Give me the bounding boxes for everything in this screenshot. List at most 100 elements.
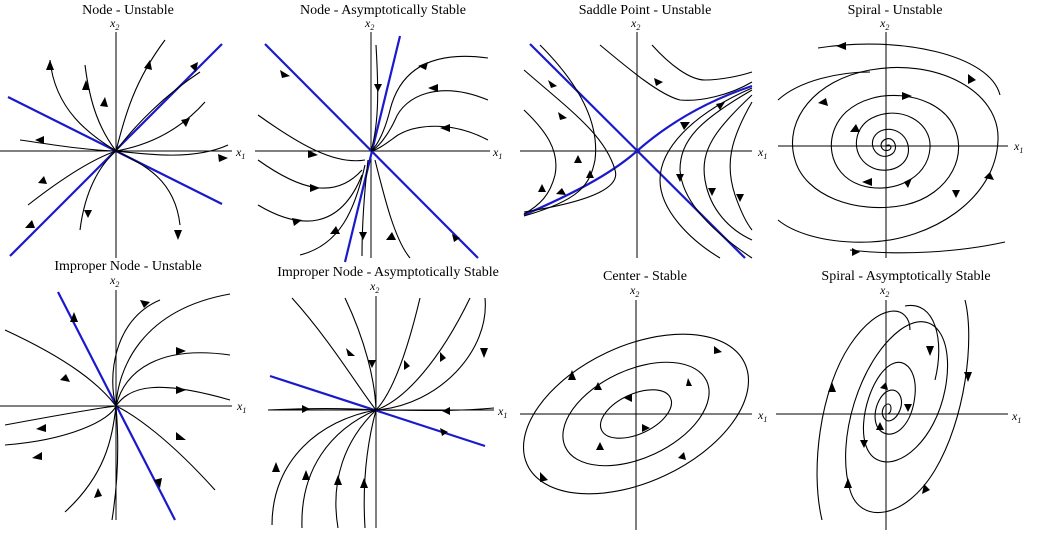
direction-arrow: [852, 248, 860, 256]
trajectory: [375, 407, 495, 412]
panel-title: Saddle Point - Unstable: [579, 3, 712, 18]
direction-arrow: [676, 174, 684, 182]
trajectory: [370, 44, 379, 152]
panel-title: Spiral - Asymptotically Stable: [821, 269, 990, 284]
trajectory: [599, 44, 753, 101]
trajectory: [301, 409, 377, 529]
trajectory: [271, 409, 377, 526]
trajectory: [4, 329, 117, 407]
trajectory: [115, 150, 181, 226]
panel-title: Node - Asymptotically Stable: [300, 3, 466, 18]
direction-arrow: [736, 194, 744, 202]
direction-arrow: [100, 97, 108, 107]
direction-arrow: [818, 98, 828, 106]
spiral-trajectory: [816, 310, 911, 521]
direction-arrow: [38, 176, 47, 184]
trajectory: [115, 386, 231, 407]
spiral-trajectory: [904, 304, 940, 381]
trajectory: [115, 144, 229, 156]
eigenvector-curve: [523, 84, 753, 217]
x2-axis-label: x2: [879, 283, 889, 299]
eigenvector-line: [269, 374, 486, 448]
direction-arrow: [904, 178, 912, 188]
trajectory: [64, 405, 117, 513]
direction-arrow: [922, 484, 930, 494]
direction-arrow: [82, 80, 90, 90]
trajectory: [370, 90, 489, 152]
direction-arrow: [359, 232, 367, 240]
direction-arrow: [654, 78, 663, 86]
direction-arrow: [334, 475, 342, 485]
direction-arrow: [984, 172, 994, 180]
direction-arrow: [678, 452, 686, 460]
direction-arrow: [440, 428, 448, 436]
trajectory: [370, 55, 489, 152]
direction-arrow: [428, 84, 438, 92]
direction-arrow: [624, 394, 632, 402]
direction-arrow: [548, 80, 557, 88]
direction-arrow: [280, 70, 290, 78]
direction-arrow: [35, 136, 44, 144]
trajectory: [19, 139, 117, 152]
direction-arrow: [440, 124, 450, 132]
spiral-trajectory: [777, 66, 999, 243]
direction-arrow: [386, 232, 396, 240]
x2-axis-label: x2: [879, 16, 889, 32]
direction-arrow: [25, 220, 35, 228]
direction-arrow: [70, 312, 78, 322]
panel-spiral-asymptotically-stable: Spiral - Asymptotically Stable x1 x2: [776, 269, 1021, 530]
x2-axis-label: x2: [109, 16, 119, 32]
direction-arrow: [574, 155, 582, 163]
trajectory: [335, 409, 377, 529]
trajectory: [27, 150, 117, 206]
direction-arrow: [586, 170, 594, 178]
trajectory: [363, 409, 377, 529]
direction-arrow: [556, 188, 566, 195]
direction-arrow: [181, 118, 190, 127]
trajectory: [115, 71, 201, 152]
panel-title: Node - Unstable: [82, 3, 174, 18]
direction-arrow: [540, 472, 548, 482]
closed-orbit: [562, 361, 710, 467]
direction-arrow: [828, 382, 836, 392]
trajectory: [375, 297, 486, 411]
closed-orbit: [522, 333, 750, 495]
trajectory: [112, 299, 161, 407]
panel-improper-node-unstable: Improper Node - Unstable x1 x2: [0, 259, 246, 521]
direction-arrow: [302, 405, 310, 413]
direction-arrow: [538, 184, 546, 192]
closed-orbit: [599, 389, 673, 439]
trajectory: [79, 150, 117, 231]
trajectory: [729, 101, 753, 231]
trajectory: [523, 44, 597, 217]
direction-arrow: [84, 210, 92, 218]
x1-axis-label: x1: [757, 408, 767, 424]
x2-axis-label: x2: [369, 279, 379, 295]
direction-arrow: [968, 74, 976, 84]
x1-axis-label: x1: [1011, 409, 1021, 425]
direction-arrow: [218, 154, 228, 162]
x1-axis-label: x1: [497, 404, 507, 420]
direction-arrow: [860, 440, 868, 448]
direction-arrow: [558, 112, 567, 120]
direction-arrow: [32, 452, 42, 460]
trajectory: [115, 352, 231, 407]
trajectory: [375, 297, 471, 411]
direction-arrow: [176, 432, 186, 440]
trajectory: [659, 87, 753, 259]
x2-axis-label: x2: [630, 16, 640, 32]
spiral-trajectory: [817, 43, 1001, 96]
direction-arrow: [452, 234, 460, 242]
spiral-trajectory: [845, 299, 970, 514]
trajectory: [375, 297, 421, 411]
panel-title: Center - Stable: [603, 269, 687, 284]
trajectory: [257, 174, 363, 222]
x1-axis-label: x1: [492, 145, 502, 161]
direction-arrow: [310, 184, 320, 192]
direction-arrow: [36, 424, 46, 432]
direction-arrow: [144, 60, 152, 70]
direction-arrow: [836, 42, 846, 50]
direction-arrow: [440, 352, 446, 362]
direction-arrow: [714, 346, 722, 354]
direction-arrow: [174, 230, 182, 240]
